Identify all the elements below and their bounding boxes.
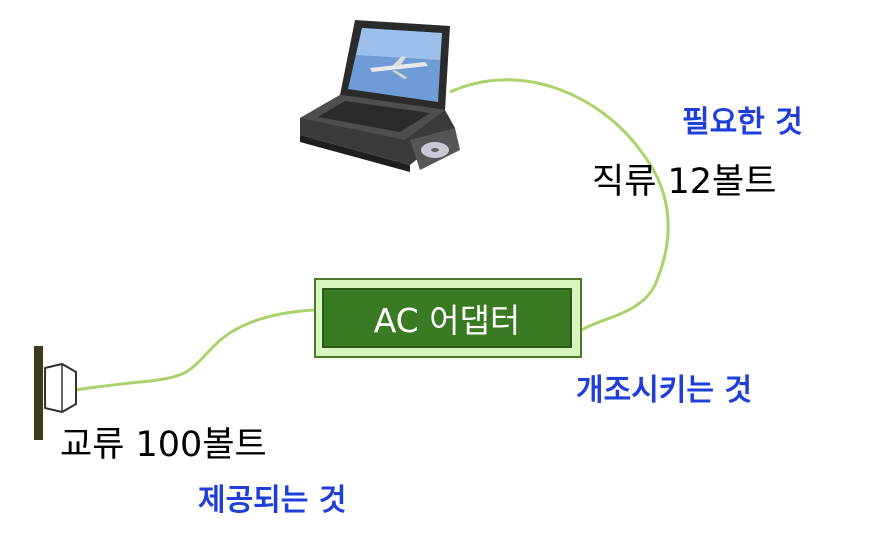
converts-label: 개조시키는 것	[576, 373, 753, 408]
adapter-box: AC 어댑터	[322, 288, 572, 348]
plug-icon	[34, 346, 77, 440]
laptop-icon	[300, 20, 460, 172]
adapter-label: AC 어댑터	[373, 301, 521, 340]
ac-voltage-label: 교류 100볼트	[60, 425, 267, 465]
cable-dc	[449, 78, 670, 332]
cable-ac	[74, 308, 315, 392]
dc-voltage-label: 직류 12볼트	[592, 162, 777, 202]
provided-label: 제공되는 것	[198, 483, 347, 518]
needed-label: 필요한 것	[682, 105, 803, 140]
